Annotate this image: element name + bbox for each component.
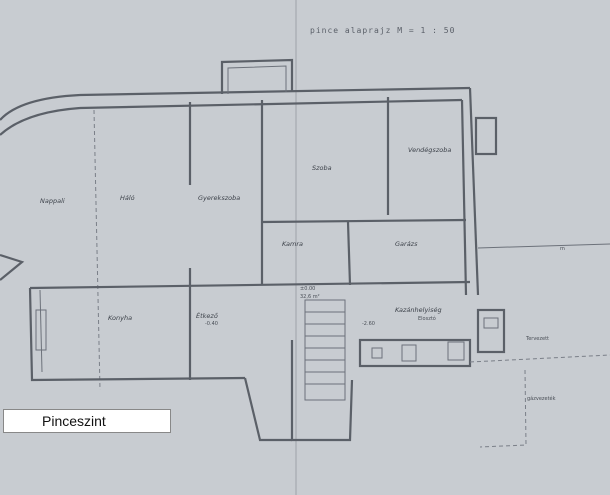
right-bay xyxy=(474,116,498,156)
caption-box: Pinceszint xyxy=(3,409,171,433)
room-szoba: Szoba xyxy=(312,164,332,172)
level-annotation-2: 32,6 m² xyxy=(300,294,320,300)
level-annotation-3: -2.60 xyxy=(362,321,375,327)
dimension-line xyxy=(477,243,610,249)
annotation-gaz: gázvezeték xyxy=(527,395,556,402)
annotation-tervezett: Tervezett xyxy=(525,336,549,342)
top-wall-inner xyxy=(79,98,463,110)
right-wall-inner xyxy=(460,99,468,296)
staircase xyxy=(243,299,354,442)
room-kazan: Kazánhelyiség xyxy=(395,306,442,314)
outer-wall-curve xyxy=(0,93,81,121)
dashed-divider xyxy=(93,109,101,391)
left-entry xyxy=(0,253,25,281)
top-wall xyxy=(79,86,471,97)
wall-5 xyxy=(346,221,352,286)
drawing-title: pince alaprajz M = 1 : 50 xyxy=(310,26,455,35)
lower-window xyxy=(35,309,47,351)
gas-line-down xyxy=(479,369,527,448)
boiler-equipment xyxy=(358,338,472,368)
right-wall xyxy=(468,87,480,296)
right-box-inner xyxy=(483,317,499,329)
room-vendegszoba: Vendégszoba xyxy=(408,146,451,154)
right-box xyxy=(476,308,506,354)
annotation-m: m xyxy=(560,246,565,252)
lower-left-walls xyxy=(28,287,246,382)
level-annotation-1: ±0.00 xyxy=(300,286,315,292)
gas-line xyxy=(469,354,610,363)
room-konyha: Konyha xyxy=(108,314,132,322)
outer-wall-curve-inner xyxy=(0,106,81,136)
room-etkezo: Étkező xyxy=(196,311,219,320)
lower-left-inner xyxy=(39,289,43,373)
annotation-eloszto: Elosztó xyxy=(418,315,436,322)
wall-4 xyxy=(261,218,467,224)
caption-label: Pinceszint xyxy=(42,413,106,429)
top-bay xyxy=(220,58,294,94)
wall-6 xyxy=(29,280,471,290)
level-annotation-4: -0.40 xyxy=(205,321,218,327)
room-halo: Háló xyxy=(120,194,135,202)
top-bay-inner xyxy=(227,65,287,94)
room-nappali: Nappali xyxy=(40,197,65,205)
room-gyerekszoba: Gyerekszoba xyxy=(198,194,240,202)
room-garazs: Garázs xyxy=(395,240,418,248)
room-kamra: Kamra xyxy=(282,240,303,248)
